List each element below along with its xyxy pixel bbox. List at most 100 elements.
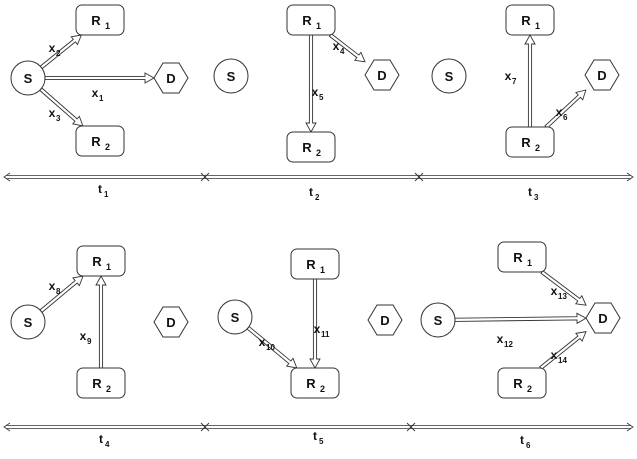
- node-s-t1: S: [10, 60, 46, 96]
- edge-r2-to-d-t6: [539, 331, 587, 370]
- node-label-sub: 2: [106, 384, 111, 394]
- slot-label-t2-sub: 2: [315, 193, 320, 202]
- destination-shape: [584, 59, 620, 91]
- edge-label-t1-3-sub: 3: [56, 114, 61, 123]
- edge-s-to-r1-t4: [39, 275, 84, 313]
- slot-boundary-marker: [414, 172, 424, 182]
- node-label-sub: 1: [527, 258, 532, 268]
- destination-shape: [153, 62, 189, 94]
- edge-r2-to-r1-t4: [95, 275, 107, 369]
- node-s-t6: S: [420, 302, 456, 338]
- slot-label-t6-sub: 6: [526, 441, 531, 450]
- edge-arrow: [39, 275, 84, 313]
- edge-arrow: [524, 34, 536, 128]
- edge-r1-to-r2-t2: [305, 34, 317, 133]
- edge-label-t1-2-base: x: [92, 86, 99, 100]
- edge-label-t1-2-sub: 1: [99, 94, 104, 103]
- node-d-t3: D: [584, 59, 620, 91]
- node-label: R: [306, 257, 316, 272]
- edge-label-t6-3-base: x: [551, 348, 558, 362]
- edge-s-to-d-t6: [454, 312, 587, 325]
- node-label-sub: 1: [106, 262, 111, 272]
- node-label: D: [377, 68, 386, 83]
- node-label-sub: 2: [320, 384, 325, 394]
- edge-label-t5-2-base: x: [314, 322, 321, 336]
- node-label: R: [92, 254, 102, 269]
- edge-label-t4-1-base: x: [49, 279, 56, 293]
- edge-r2-to-r1-t3: [524, 34, 536, 128]
- relay-shape: [76, 245, 126, 277]
- slot-boundary-marker: [200, 422, 210, 432]
- node-label: D: [598, 311, 607, 326]
- node-label-sub: 1: [316, 21, 321, 31]
- slot-label-t4-base: t: [99, 432, 103, 446]
- node-label: S: [24, 315, 33, 330]
- slot-label-t1-sub: 1: [104, 190, 109, 199]
- node-s-t4: S: [10, 304, 46, 340]
- node-label: R: [92, 376, 102, 391]
- edge-label-t5-2-sub: 11: [321, 330, 330, 339]
- destination-shape: [153, 306, 189, 338]
- edge-arrow: [246, 325, 298, 369]
- source-shape: [10, 304, 46, 340]
- slot-boundary-marker: [200, 172, 210, 182]
- edge-r1-to-r2-t5: [309, 278, 321, 369]
- relay-shape: [75, 125, 125, 157]
- edge-label-t5-1-sub: 10: [266, 343, 275, 352]
- edge-label-t3-1-base: x: [505, 69, 512, 83]
- edge-label-t2-1-base: x: [333, 39, 340, 53]
- slot-label-t2-base: t: [309, 185, 313, 199]
- node-label-sub: 2: [316, 148, 321, 158]
- slot-label-t6-base: t: [520, 433, 524, 447]
- edge-arrow: [39, 87, 84, 127]
- edge-arrow: [95, 275, 107, 369]
- node-label: R: [91, 13, 101, 28]
- destination-shape: [367, 304, 403, 336]
- slot-label-t3-base: t: [528, 185, 532, 199]
- source-shape: [217, 299, 253, 335]
- edge-arrow: [544, 89, 587, 129]
- edge-label-t2-2-base: x: [312, 85, 319, 99]
- node-label: R: [306, 376, 316, 391]
- slot-label-t5-sub: 5: [319, 437, 324, 446]
- node-label: R: [521, 135, 531, 150]
- edge-label-t2-1-sub: 4: [340, 47, 345, 56]
- node-d-t6: D: [585, 302, 621, 334]
- node-label: R: [513, 250, 523, 265]
- edge-s-to-r2-t5: [246, 325, 298, 369]
- node-label: R: [302, 140, 312, 155]
- node-label-sub: 2: [535, 143, 540, 153]
- source-shape: [10, 60, 46, 96]
- relay-shape: [286, 131, 336, 163]
- node-label-sub: 2: [527, 384, 532, 394]
- relay-shape: [76, 367, 126, 399]
- node-label: S: [24, 71, 33, 86]
- edge-label-t3-2-sub: 6: [563, 113, 568, 122]
- timeline-bottom: [3, 422, 634, 432]
- edge-label-t1-3-base: x: [49, 106, 56, 120]
- edge-arrow: [328, 33, 366, 63]
- edge-arrow: [539, 331, 587, 370]
- relay-shape: [505, 126, 555, 158]
